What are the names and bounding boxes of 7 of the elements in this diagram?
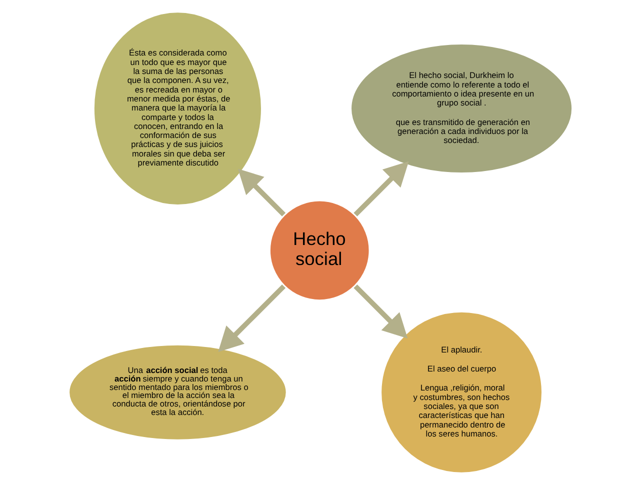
node-ellipse: Una acción social es toda acción siempre y cuando tenga un sentido mentado para los miembros o el miembro de la acción sea la conducta de otros, orientándose por esta la acción. bbox=[66, 342, 288, 442]
arrow bbox=[237, 168, 286, 216]
node-circle: Hecho social bbox=[267, 198, 371, 302]
node-ellipse: El hecho social, Durkheim lo entiende como lo referente a todo el comportamiento o idea presente en un grupo social . que es transmitido de generación en generación a cada individuos por la sociedad. bbox=[348, 42, 574, 176]
arrow bbox=[353, 161, 408, 216]
arrow bbox=[353, 284, 408, 339]
arrow bbox=[218, 284, 286, 352]
